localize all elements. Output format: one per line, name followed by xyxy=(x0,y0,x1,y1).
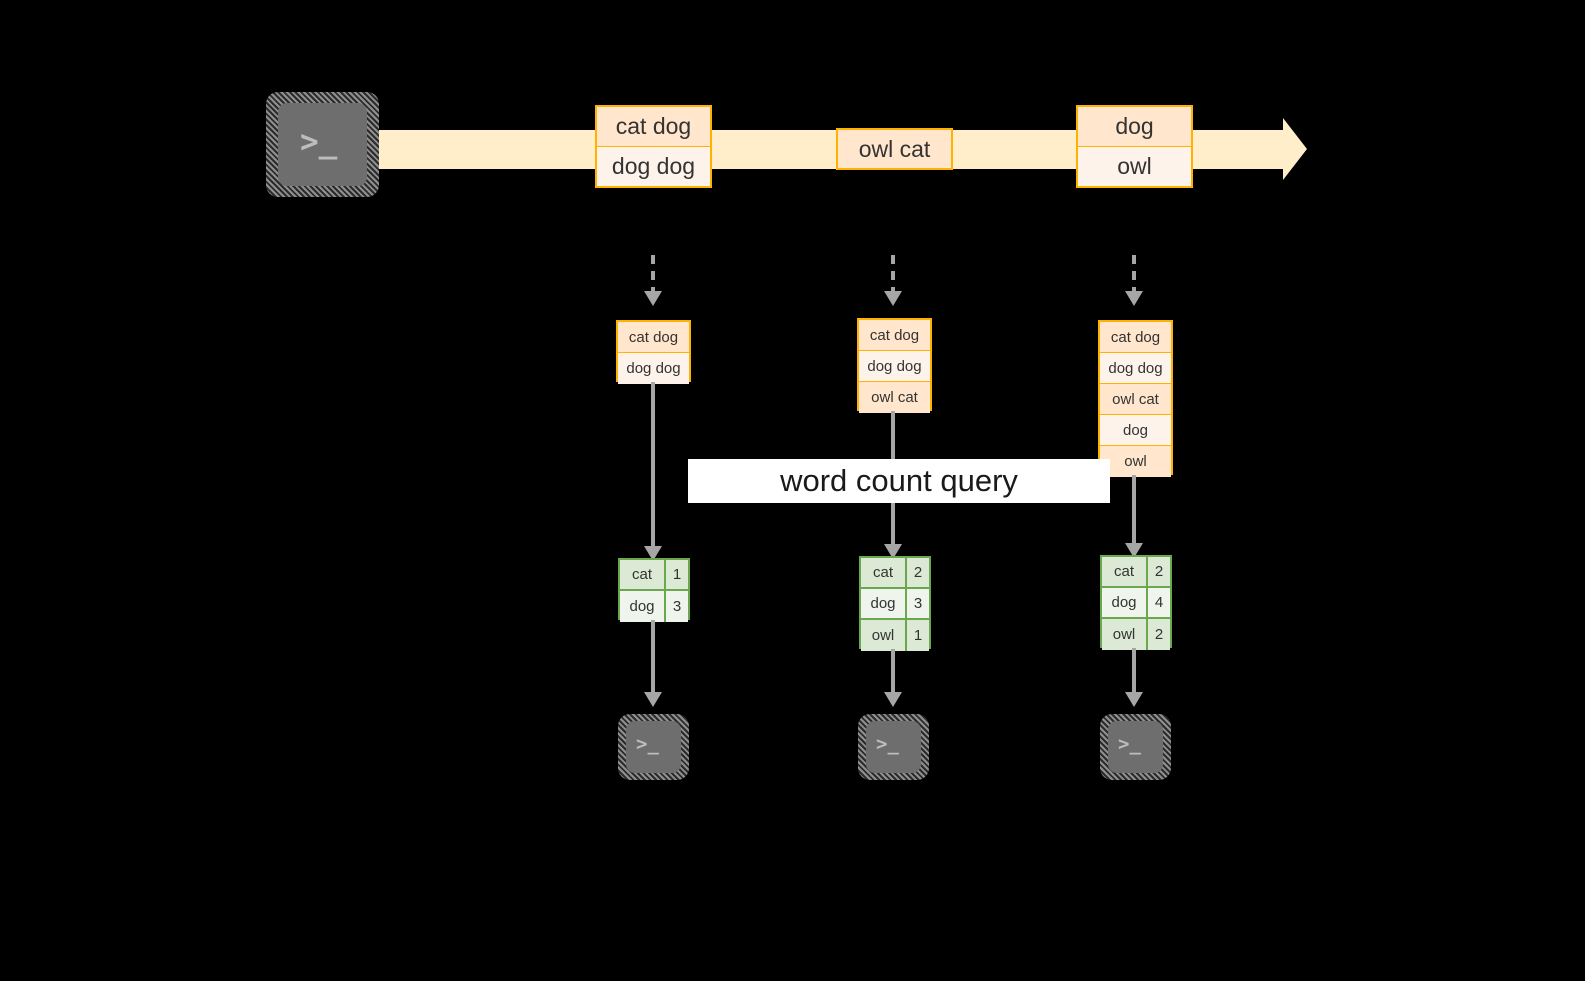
result-word: dog xyxy=(861,589,907,618)
result-count: 4 xyxy=(1148,588,1170,617)
snapshot-3-input-table[interactable]: cat dog dog dog owl cat dog owl xyxy=(1098,320,1173,477)
result-word: dog xyxy=(620,591,666,622)
result-word: cat xyxy=(861,558,907,587)
result-count: 3 xyxy=(666,591,688,622)
snapshot-input-line: dog dog xyxy=(1100,353,1171,384)
snapshot-input-line: cat dog xyxy=(618,322,689,353)
stream-record-batch-1[interactable]: cat dog dog dog xyxy=(595,105,712,188)
result-word: dog xyxy=(1102,588,1148,617)
snapshot-input-line: dog dog xyxy=(859,351,930,382)
result-count: 1 xyxy=(907,620,929,651)
result-row: dog 3 xyxy=(861,589,929,620)
terminal-screen xyxy=(866,721,921,773)
query-flow-line-3 xyxy=(1132,475,1136,552)
result-flow-arrowhead-3 xyxy=(1125,692,1143,707)
terminal-screen xyxy=(278,103,367,186)
snapshot-trigger-arrowhead-1 xyxy=(644,291,662,306)
snapshot-2-input-table[interactable]: cat dog dog dog owl cat xyxy=(857,318,932,413)
result-row: dog 3 xyxy=(620,591,688,622)
consumer-terminal-icon-3[interactable]: >_ xyxy=(1100,714,1171,780)
snapshot-trigger-dashed-1 xyxy=(651,255,655,293)
query-label: word count query xyxy=(780,463,1018,498)
result-count: 2 xyxy=(1148,619,1170,650)
result-count: 3 xyxy=(907,589,929,618)
result-count: 1 xyxy=(666,560,688,589)
snapshot-input-line: cat dog xyxy=(1100,322,1171,353)
stream-record-batch-2[interactable]: owl cat xyxy=(836,128,953,170)
stream-record-line: dog xyxy=(1078,107,1191,147)
result-count: 2 xyxy=(1148,557,1170,586)
producer-terminal-icon[interactable]: >_ xyxy=(266,92,379,197)
snapshot-input-line: owl cat xyxy=(859,382,930,413)
result-row: owl 1 xyxy=(861,620,929,651)
snapshot-trigger-dashed-2 xyxy=(891,255,895,293)
result-flow-line-3 xyxy=(1132,648,1136,698)
result-flow-line-2 xyxy=(891,649,895,698)
result-flow-arrowhead-1 xyxy=(644,692,662,707)
stream-record-line: cat dog xyxy=(597,107,710,147)
snapshot-input-line: owl cat xyxy=(1100,384,1171,415)
result-word: cat xyxy=(620,560,666,589)
snapshot-input-line: dog dog xyxy=(618,353,689,384)
stream-arrowhead xyxy=(1283,118,1307,180)
terminal-prompt-glyph: >_ xyxy=(300,124,338,160)
snapshot-input-line: dog xyxy=(1100,415,1171,446)
snapshot-trigger-dashed-3 xyxy=(1132,255,1136,293)
result-flow-line-1 xyxy=(651,620,655,698)
result-row: cat 2 xyxy=(861,558,929,589)
result-word: owl xyxy=(1102,619,1148,650)
snapshot-1-result-table[interactable]: cat 1 dog 3 xyxy=(618,558,690,622)
snapshot-input-line: cat dog xyxy=(859,320,930,351)
stream-record-batch-3[interactable]: dog owl xyxy=(1076,105,1193,188)
result-flow-arrowhead-2 xyxy=(884,692,902,707)
result-row: cat 1 xyxy=(620,560,688,591)
result-row: dog 4 xyxy=(1102,588,1170,619)
snapshot-trigger-arrowhead-2 xyxy=(884,291,902,306)
terminal-screen xyxy=(1108,721,1163,773)
query-flow-line-1 xyxy=(651,382,655,554)
snapshot-input-line: owl xyxy=(1100,446,1171,477)
result-word: cat xyxy=(1102,557,1148,586)
terminal-prompt-glyph: >_ xyxy=(1118,733,1141,755)
result-row: owl 2 xyxy=(1102,619,1170,650)
snapshot-3-result-table[interactable]: cat 2 dog 4 owl 2 xyxy=(1100,555,1172,650)
snapshot-2-result-table[interactable]: cat 2 dog 3 owl 1 xyxy=(859,556,931,651)
consumer-terminal-icon-2[interactable]: >_ xyxy=(858,714,929,780)
snapshot-trigger-arrowhead-3 xyxy=(1125,291,1143,306)
consumer-terminal-icon-1[interactable]: >_ xyxy=(618,714,689,780)
result-word: owl xyxy=(861,620,907,651)
snapshot-1-input-table[interactable]: cat dog dog dog xyxy=(616,320,691,384)
query-flow-arrowhead-3 xyxy=(1125,543,1143,558)
result-row: cat 2 xyxy=(1102,557,1170,588)
result-count: 2 xyxy=(907,558,929,587)
query-flow-arrowhead-2 xyxy=(884,544,902,559)
terminal-prompt-glyph: >_ xyxy=(636,733,659,755)
stream-record-line: owl cat xyxy=(838,130,951,168)
query-flow-arrowhead-1 xyxy=(644,546,662,561)
terminal-prompt-glyph: >_ xyxy=(876,733,899,755)
stream-record-line: owl xyxy=(1078,146,1191,186)
terminal-screen xyxy=(626,721,681,773)
stream-record-line: dog dog xyxy=(597,146,710,186)
query-label-band xyxy=(688,459,1110,503)
